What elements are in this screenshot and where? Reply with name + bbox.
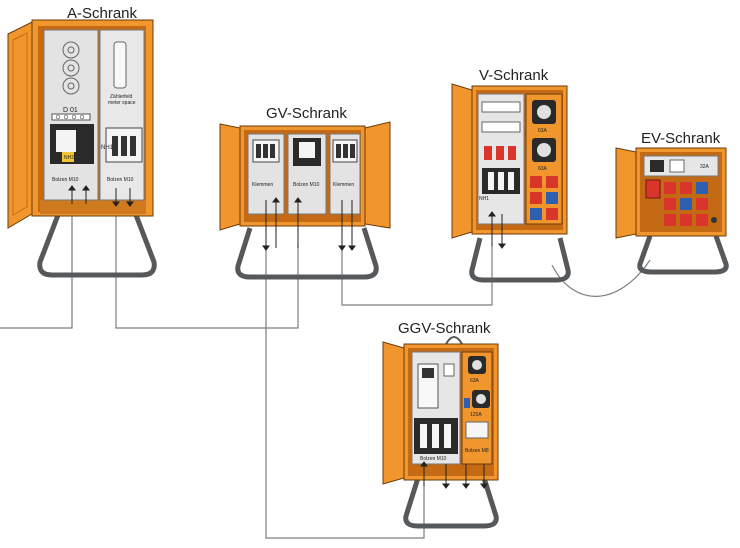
v-schrank: NH1 63A 63A [451,83,571,283]
gv-klemmen-right: Klemmen [333,182,354,188]
a-schrank-title: A-Schrank [67,5,138,22]
ev-sockets [664,182,708,226]
ev-schrank: 32A [615,147,729,275]
a-nh2-label: NH2 [64,155,74,161]
a-cable-entries [68,185,134,207]
ggv-schrank-title: GGV-Schrank [398,320,491,337]
gv-klemmen-left: Klemmen [252,182,273,188]
ggv-amp-top: 63A [470,378,480,384]
v-nh-label: NH1 [479,196,489,202]
cable-gv-to-ggv [265,245,425,539]
ggv-cable-entries [420,461,488,489]
v-sockets [530,176,558,220]
ggv-bolzen-right: Bolzen M8 [465,448,489,454]
v-amp-mid: 63A [538,166,548,172]
ev-schrank-title: EV-Schrank [641,130,721,147]
ev-red-plug [645,179,661,199]
a-zaehlerfeld-label: Zählerfeld [110,94,132,100]
a-door [7,21,33,229]
gv-bolzen: Bolzen M10 [293,182,320,188]
ggv-amp-mid: 125A [470,412,482,418]
v-schrank-title: V-Schrank [479,67,549,84]
connection-cables [0,200,651,539]
ggv-schrank: Bolzen M10 63A 125A Bolzen M8 [382,336,499,529]
supply-cable-to-a [0,200,73,329]
ggv-stand [403,477,499,529]
v-cable-entries [488,211,506,249]
v-stand [469,237,571,283]
ev-door [615,147,637,239]
gv-schrank-title: GV-Schrank [266,105,347,122]
a-nh1-label: NH1 [101,145,114,151]
ev-amp-label: 32A [700,164,710,170]
v-amp-top: 63A [538,128,548,134]
gv-cable-entries [262,197,356,251]
gv-left-door [219,123,241,231]
cable-a-to-gv [115,200,299,329]
a-stand [37,214,157,278]
a-d01-label: D 01 [63,107,78,114]
gv-stand [235,227,379,280]
a-meter-space-label: meter space [108,100,136,106]
gv-right-door [364,121,391,229]
a-schrank: D 01 NH2 Bolzen M10 Zählerfeld meter spa… [7,19,157,278]
ggv-door [382,341,405,485]
a-bolzen-left: Bolzen M10 [52,177,79,183]
ev-stand [637,235,729,275]
v-door [451,83,473,239]
ggv-bolzen-left: Bolzen M10 [420,456,447,462]
a-bolzen-right: Bolzen M10 [107,177,134,183]
gv-schrank: Klemmen Bolzen M10 Klemmen [219,121,391,280]
a-fuse-holders [62,41,80,95]
